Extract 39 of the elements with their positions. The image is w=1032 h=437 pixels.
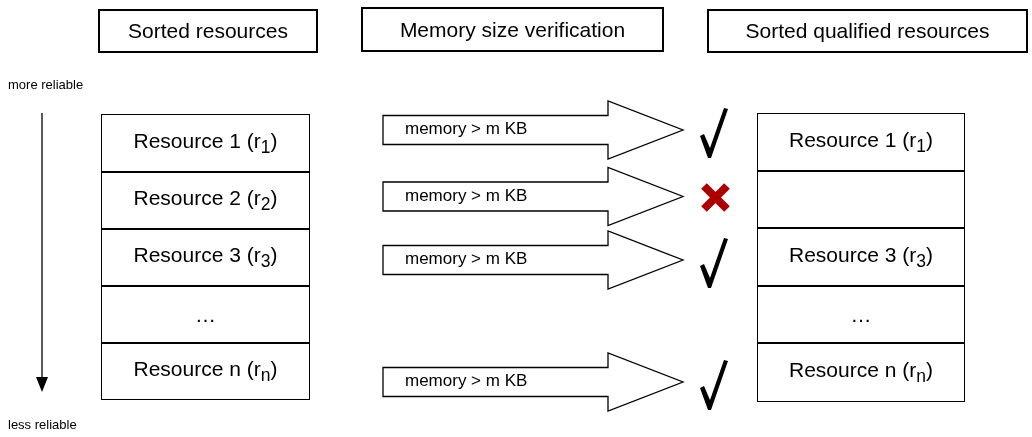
resource-cell (101, 286, 310, 343)
resource-cell (757, 286, 965, 343)
resource-label: Resource 3 (r$_{3}$) (133, 243, 278, 272)
resource-cell (757, 343, 965, 402)
resource-cell (757, 113, 965, 171)
resource-label: Resource 1 (r$_{1}$) (133, 128, 278, 158)
resource-label: Resource 2 (r$_{2}$) (133, 186, 278, 215)
resource-label: Resource 3 (r$_{3}$) (789, 242, 933, 272)
resource-cell (101, 229, 310, 286)
resource-cell (757, 228, 965, 286)
column-heading: Sorted resources (128, 19, 288, 43)
check-icon (700, 238, 728, 288)
resource-cell (101, 172, 310, 229)
block-arrow (382, 352, 685, 412)
block-arrow (382, 166, 685, 227)
edge-label: memory > m KB (405, 186, 528, 206)
resource-cell (101, 114, 310, 172)
resource-label: Resource 1 (r$_{1}$) (789, 127, 933, 157)
header-box (98, 9, 318, 53)
block-arrow (382, 230, 685, 290)
axis-label: less reliable (8, 417, 77, 432)
empty-cell (757, 171, 965, 228)
edge-label: memory > m KB (405, 372, 528, 391)
resource-label: … (850, 302, 872, 327)
header-box (361, 7, 664, 52)
check-icon (700, 360, 728, 410)
resource-label: Resource n (r$_{n}$) (133, 357, 278, 386)
resource-label: Resource n (r$_{n}$) (789, 358, 933, 387)
column-heading: Memory size verification (399, 17, 626, 42)
edge-label: memory > m KB (405, 120, 528, 139)
header-box (707, 9, 1028, 53)
resource-cell (101, 343, 310, 400)
column-heading: Sorted qualified resources (745, 19, 990, 43)
axis-label: more reliable (8, 77, 84, 92)
resource-label: … (195, 302, 216, 327)
block-arrow (382, 100, 685, 160)
edge-label: memory > m KB (405, 250, 528, 269)
check-icon (700, 108, 728, 158)
cross-icon (700, 182, 731, 213)
